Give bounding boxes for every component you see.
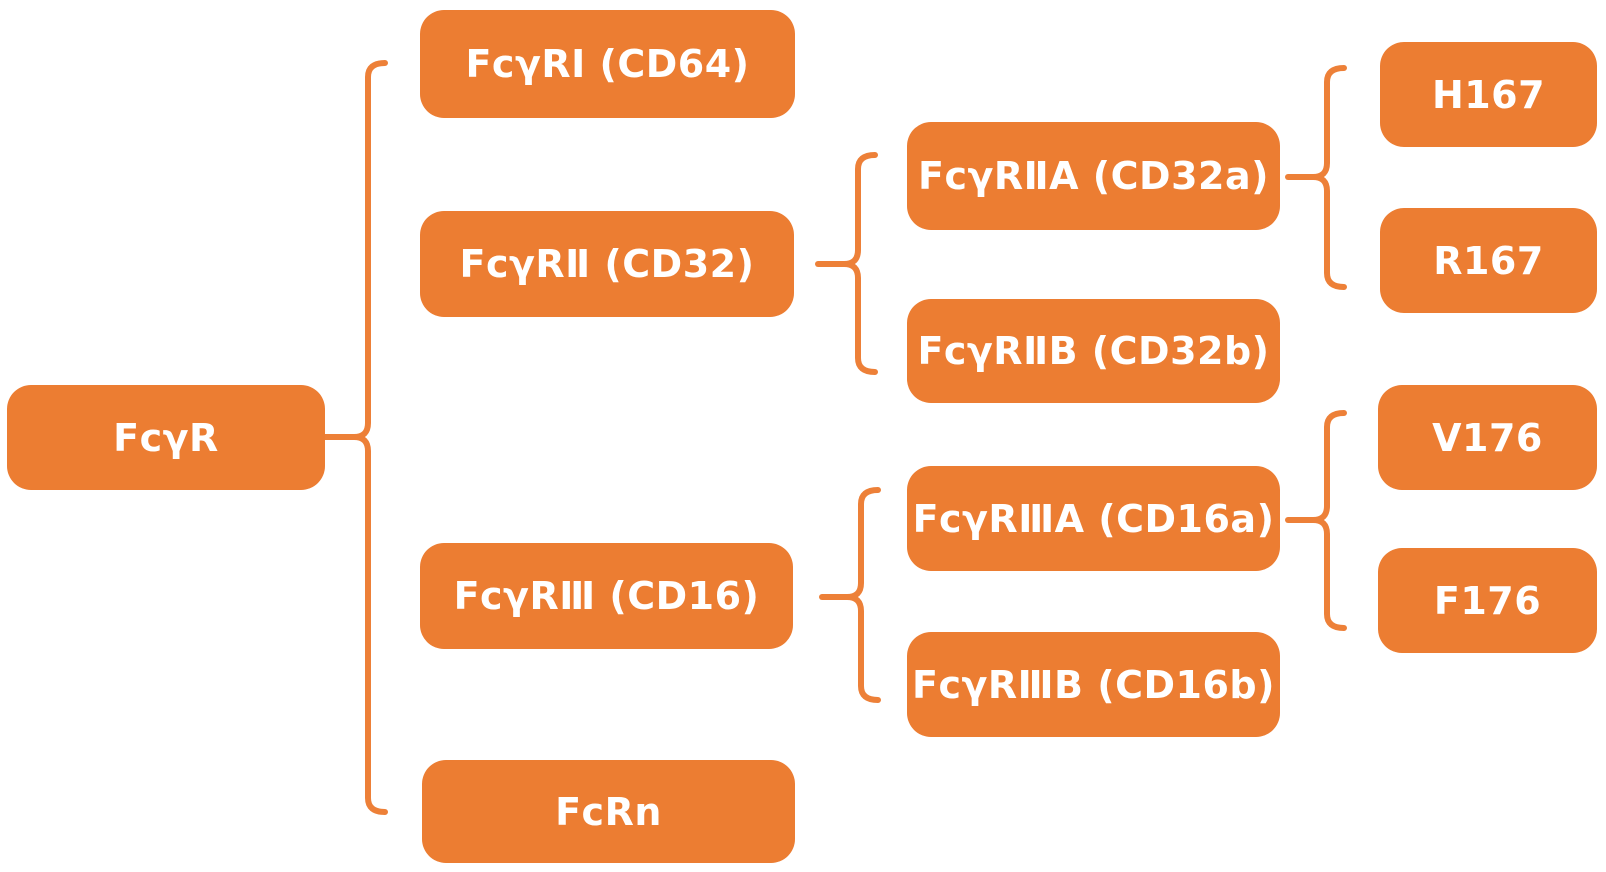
- brace-fcgr2-children: [841, 152, 878, 375]
- node-fcgr2b-cd32b-label: FcγRⅡB (CD32b): [917, 329, 1270, 373]
- brace-fcgr2a-children: [1310, 65, 1347, 290]
- brace-fcgr3-children: [844, 487, 881, 703]
- node-h167-label: H167: [1431, 72, 1546, 117]
- node-fcgr3a-cd16a: FcγRⅢA (CD16a): [907, 466, 1280, 571]
- node-fcgr3a-cd16a-label: FcγRⅢA (CD16a): [912, 496, 1275, 541]
- node-fcgr2b-cd32b: FcγRⅡB (CD32b): [907, 299, 1280, 403]
- node-r167: R167: [1380, 208, 1597, 313]
- node-fcgr2a-cd32a-label: FcγRⅡA (CD32a): [918, 154, 1269, 198]
- node-fcgr3-cd16-label: FcγRⅢ (CD16): [453, 574, 760, 618]
- node-fcgr2a-cd32a: FcγRⅡA (CD32a): [907, 122, 1280, 230]
- node-f176-label: F176: [1433, 578, 1542, 623]
- node-v176-label: V176: [1432, 415, 1543, 460]
- node-r167-label: R167: [1433, 238, 1544, 283]
- brace-fcgr3a-children: [1310, 410, 1347, 631]
- node-fcgr-label: FcγR: [113, 415, 219, 460]
- node-fcgr3-cd16: FcγRⅢ (CD16): [420, 543, 793, 649]
- node-f176: F176: [1378, 548, 1597, 653]
- node-fcgr1-cd64-label: FcγRⅠ (CD64): [465, 42, 750, 86]
- node-fcgr3b-cd16b: FcγRⅢB (CD16b): [907, 632, 1280, 737]
- node-h167: H167: [1380, 42, 1597, 147]
- brace-fcgr-children: [351, 60, 388, 815]
- node-v176: V176: [1378, 385, 1597, 490]
- node-fcrn: FcRn: [422, 760, 795, 863]
- node-fcgr2-cd32-label: FcγRⅡ (CD32): [459, 242, 755, 286]
- node-fcgr: FcγR: [7, 385, 325, 490]
- node-fcgr2-cd32: FcγRⅡ (CD32): [420, 211, 794, 317]
- node-fcrn-label: FcRn: [555, 789, 662, 834]
- node-fcgr3b-cd16b-label: FcγRⅢB (CD16b): [912, 662, 1275, 707]
- node-fcgr1-cd64: FcγRⅠ (CD64): [420, 10, 795, 118]
